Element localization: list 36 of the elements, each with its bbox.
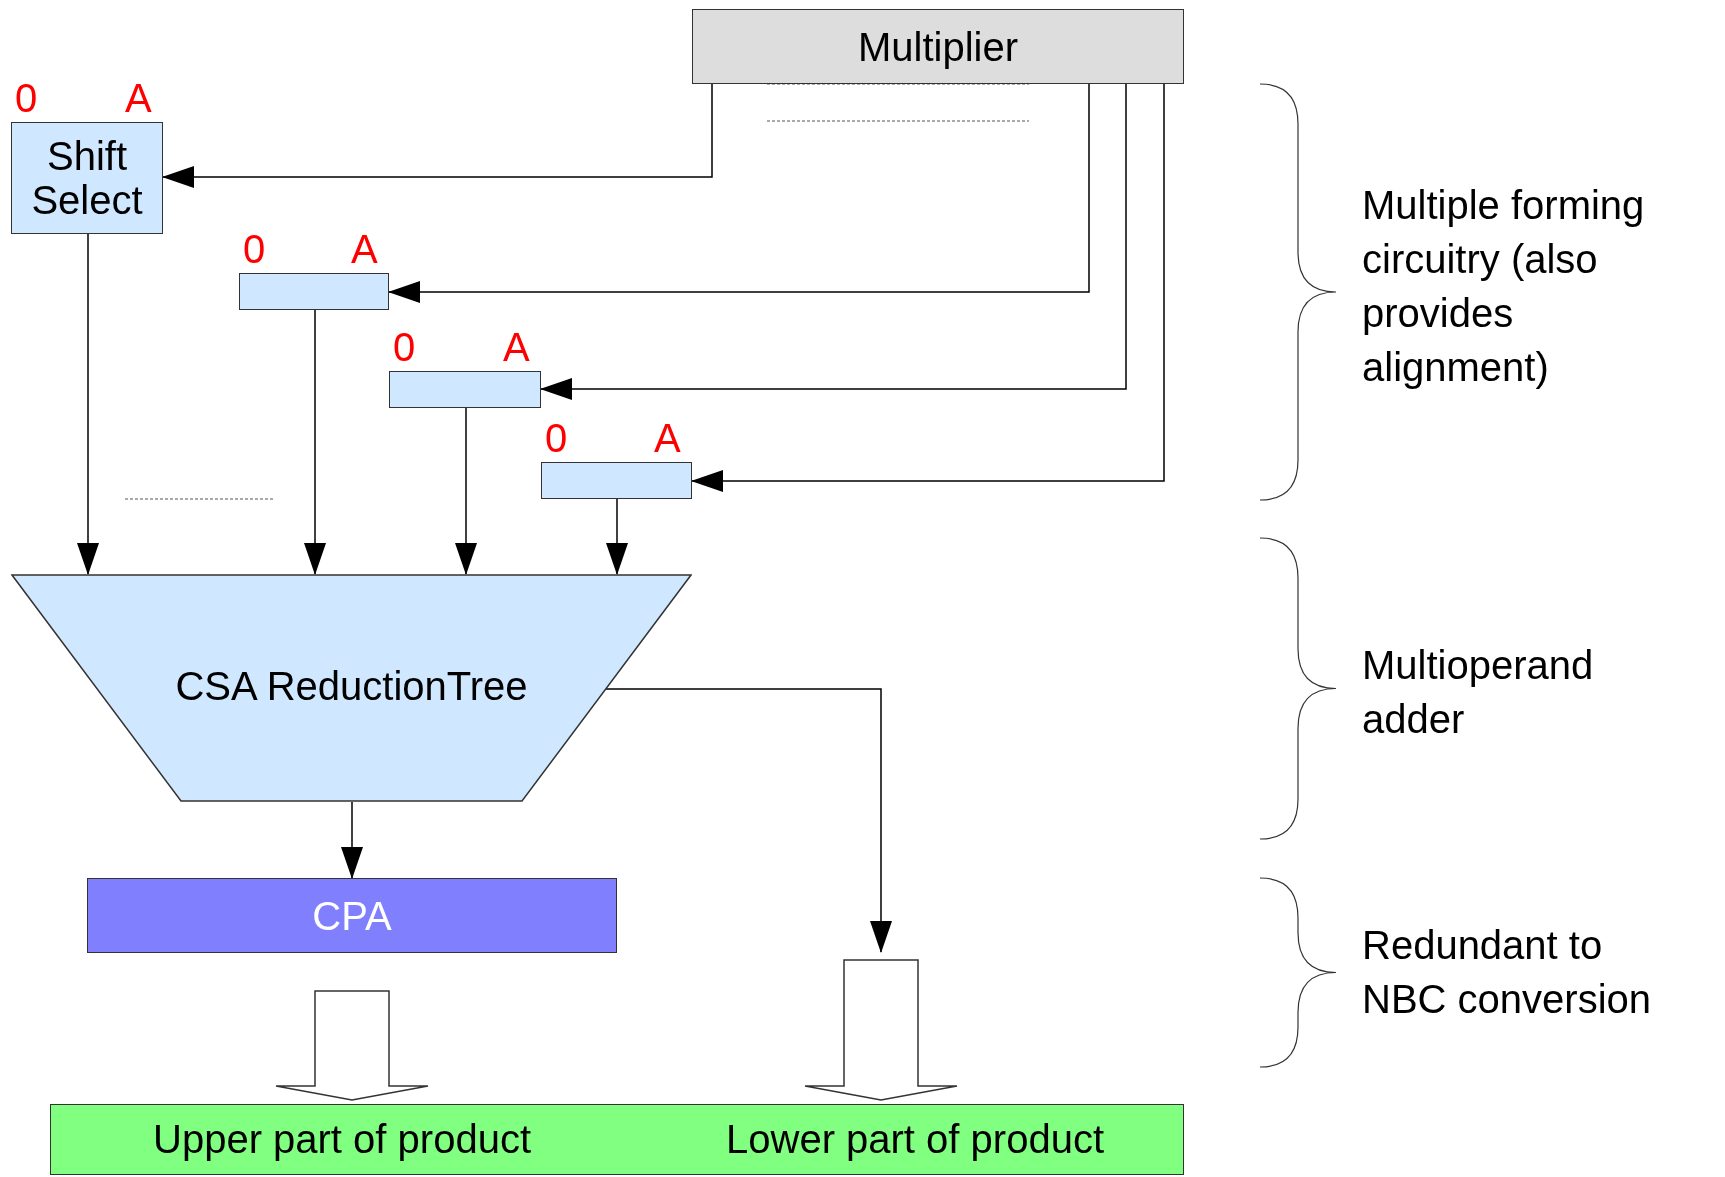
process-box <box>11 122 163 234</box>
arrow <box>304 309 326 575</box>
adder-box <box>87 878 617 953</box>
process-box <box>389 371 541 408</box>
port-label: 0 <box>15 78 38 118</box>
process-box <box>239 273 389 310</box>
process-box <box>541 462 692 499</box>
node-label: Multiplier <box>857 24 1018 69</box>
section-label: Multioperand adder <box>1362 642 1595 743</box>
arrow <box>388 83 1090 303</box>
block-arrow <box>275 990 429 1101</box>
port-label: A <box>654 418 681 458</box>
block-arrow <box>804 959 958 1101</box>
port-label: 0 <box>393 327 416 367</box>
reduction-tree-trapezoid <box>11 574 692 802</box>
output-bar <box>50 1104 1184 1175</box>
node-label: CSA ReductionTree <box>175 664 528 708</box>
port-label: A <box>503 327 530 367</box>
port-label: A <box>125 78 152 118</box>
port-label: 0 <box>545 418 568 458</box>
arrow <box>606 498 628 575</box>
node-label: Lower part of product <box>726 1117 1104 1161</box>
multiplier-box <box>692 9 1184 84</box>
arrow <box>540 83 1127 400</box>
arrow <box>455 407 477 575</box>
port-label: 0 <box>243 229 266 269</box>
port-label: A <box>351 229 378 269</box>
node-label: Upper part of product <box>153 1117 531 1161</box>
arrow <box>77 233 99 575</box>
section-label: Redundant to NBC conversion <box>1362 922 1652 1023</box>
arrow <box>341 801 363 879</box>
node-label: CPA <box>312 893 392 938</box>
section-label: Multiple forming circuitry (also provides alignment) <box>1362 182 1646 391</box>
arrow <box>691 83 1165 492</box>
arrow <box>162 83 713 188</box>
node-label: Shift Select <box>30 134 144 222</box>
